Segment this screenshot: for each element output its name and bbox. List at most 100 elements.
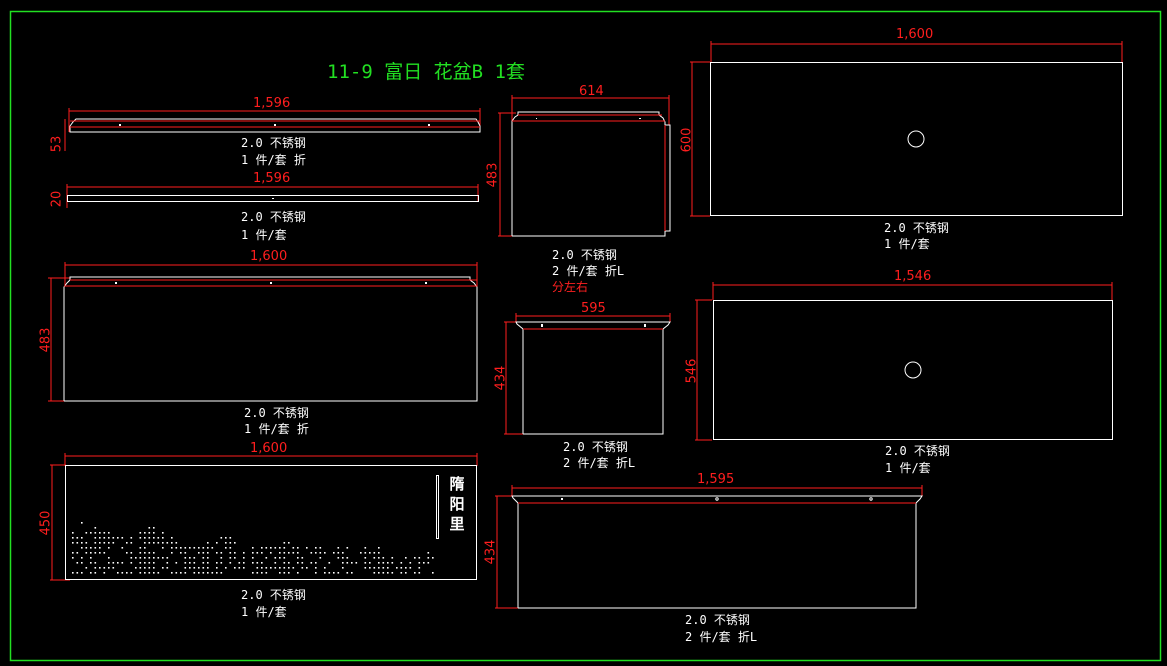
perforation-hole: [409, 562, 412, 564]
perforation-hole: [184, 557, 187, 559]
part-6-drawing[interactable]: [504, 313, 671, 435]
perforation-hole: [108, 557, 110, 559]
dim-width-label: 595: [581, 301, 606, 316]
perforation-hole: [432, 572, 434, 574]
perforation-hole: [274, 557, 277, 559]
perforation-hole: [301, 567, 304, 569]
part-1-drawing[interactable]: [64, 108, 481, 151]
part-7-drawing[interactable]: [495, 485, 923, 609]
perforation-hole: [400, 562, 403, 564]
perforation-hole: [72, 532, 74, 534]
perforation-hole: [153, 532, 155, 534]
perforation-hole: [112, 537, 115, 539]
part-9-drawing[interactable]: [695, 282, 1113, 441]
perforation-hole: [297, 547, 299, 549]
quantity-label: 1 件/套 折: [241, 153, 306, 167]
perforation-hole: [243, 557, 245, 559]
perforation-hole: [265, 557, 268, 559]
perforation-hole: [103, 542, 106, 544]
perforation-hole: [346, 557, 349, 559]
perforation-hole: [139, 572, 142, 574]
perforation-hole: [220, 572, 223, 574]
perforation-hole: [85, 532, 88, 534]
part-5-drawing[interactable]: [498, 95, 671, 237]
quantity-label: 1 件/套: [885, 461, 931, 475]
perforation-hole: [373, 572, 376, 574]
perforation-hole: [382, 562, 385, 564]
perforation-hole: [94, 537, 97, 539]
perforation-hole: [369, 562, 371, 564]
perforation-hole: [193, 562, 196, 564]
perforation-hole: [162, 532, 164, 534]
perforation-hole: [315, 567, 317, 569]
perforation-hole: [274, 567, 277, 569]
drawing-frame: [9, 10, 1162, 662]
part-8-drawing[interactable]: [690, 41, 1123, 217]
perforation-hole: [139, 532, 142, 534]
perforation-hole: [207, 557, 209, 559]
perforation-hole: [144, 547, 146, 549]
perforation-hole: [175, 562, 178, 564]
perforation-hole: [409, 567, 412, 569]
hole-mark: [425, 282, 427, 284]
perforation-hole: [157, 537, 160, 539]
perforation-hole: [139, 552, 142, 554]
perforation-hole: [373, 557, 376, 559]
perforation-hole: [94, 527, 97, 529]
perforation-hole: [234, 557, 236, 559]
perforation-hole: [256, 572, 259, 574]
perforation-hole: [252, 557, 254, 559]
part-3-drawing[interactable]: [48, 262, 478, 402]
perforation-hole: [90, 547, 92, 549]
perforation-hole: [216, 567, 218, 569]
perforation-hole: [72, 542, 74, 544]
perforation-hole: [148, 527, 151, 529]
perforation-hole: [315, 562, 317, 564]
perforation-hole: [153, 537, 155, 539]
perforation-hole: [148, 542, 151, 544]
perforation-hole: [378, 572, 380, 574]
perforation-hole: [378, 567, 380, 569]
perforation-hole: [139, 567, 142, 569]
perforation-hole: [148, 562, 151, 564]
hole-mark: [869, 497, 873, 501]
perforation-hole: [166, 562, 169, 564]
perforation-hole: [261, 552, 263, 554]
perforation-hole: [99, 547, 101, 549]
hole-mark: [272, 198, 274, 199]
perforation-hole: [162, 557, 164, 559]
perforation-hole: [148, 532, 151, 534]
quantity-label: 1 件/套: [241, 605, 287, 619]
perforation-hole: [103, 537, 106, 539]
perforation-hole: [207, 567, 209, 569]
perforation-hole: [315, 572, 317, 574]
perforation-hole: [216, 552, 218, 554]
drain-hole: [907, 130, 925, 148]
perforation-hole: [193, 557, 196, 559]
part-2-drawing[interactable]: [66, 184, 479, 208]
perforation-hole: [405, 567, 407, 569]
perforation-hole: [265, 572, 268, 574]
perforation-hole: [306, 547, 308, 549]
part-outline: [713, 300, 1113, 440]
perforation-hole: [292, 552, 295, 554]
part-outline: [67, 195, 479, 202]
perforation-hole: [112, 567, 115, 569]
perforation-hole: [234, 542, 236, 544]
perforation-hole: [81, 522, 83, 524]
perforation-hole: [400, 567, 403, 569]
perforation-hole: [310, 552, 313, 554]
perforation-hole: [342, 557, 344, 559]
perforation-hole: [153, 572, 155, 574]
perforation-hole: [76, 552, 79, 554]
dim-width-label: 1,595: [697, 472, 735, 487]
perforation-hole: [261, 572, 263, 574]
part-4-drawing[interactable]: [50, 453, 478, 581]
perforation-hole: [297, 557, 299, 559]
perforation-hole: [337, 572, 340, 574]
perforation-hole: [418, 567, 421, 569]
perforation-hole: [139, 537, 142, 539]
perforation-hole: [76, 542, 79, 544]
perforation-hole: [252, 562, 254, 564]
